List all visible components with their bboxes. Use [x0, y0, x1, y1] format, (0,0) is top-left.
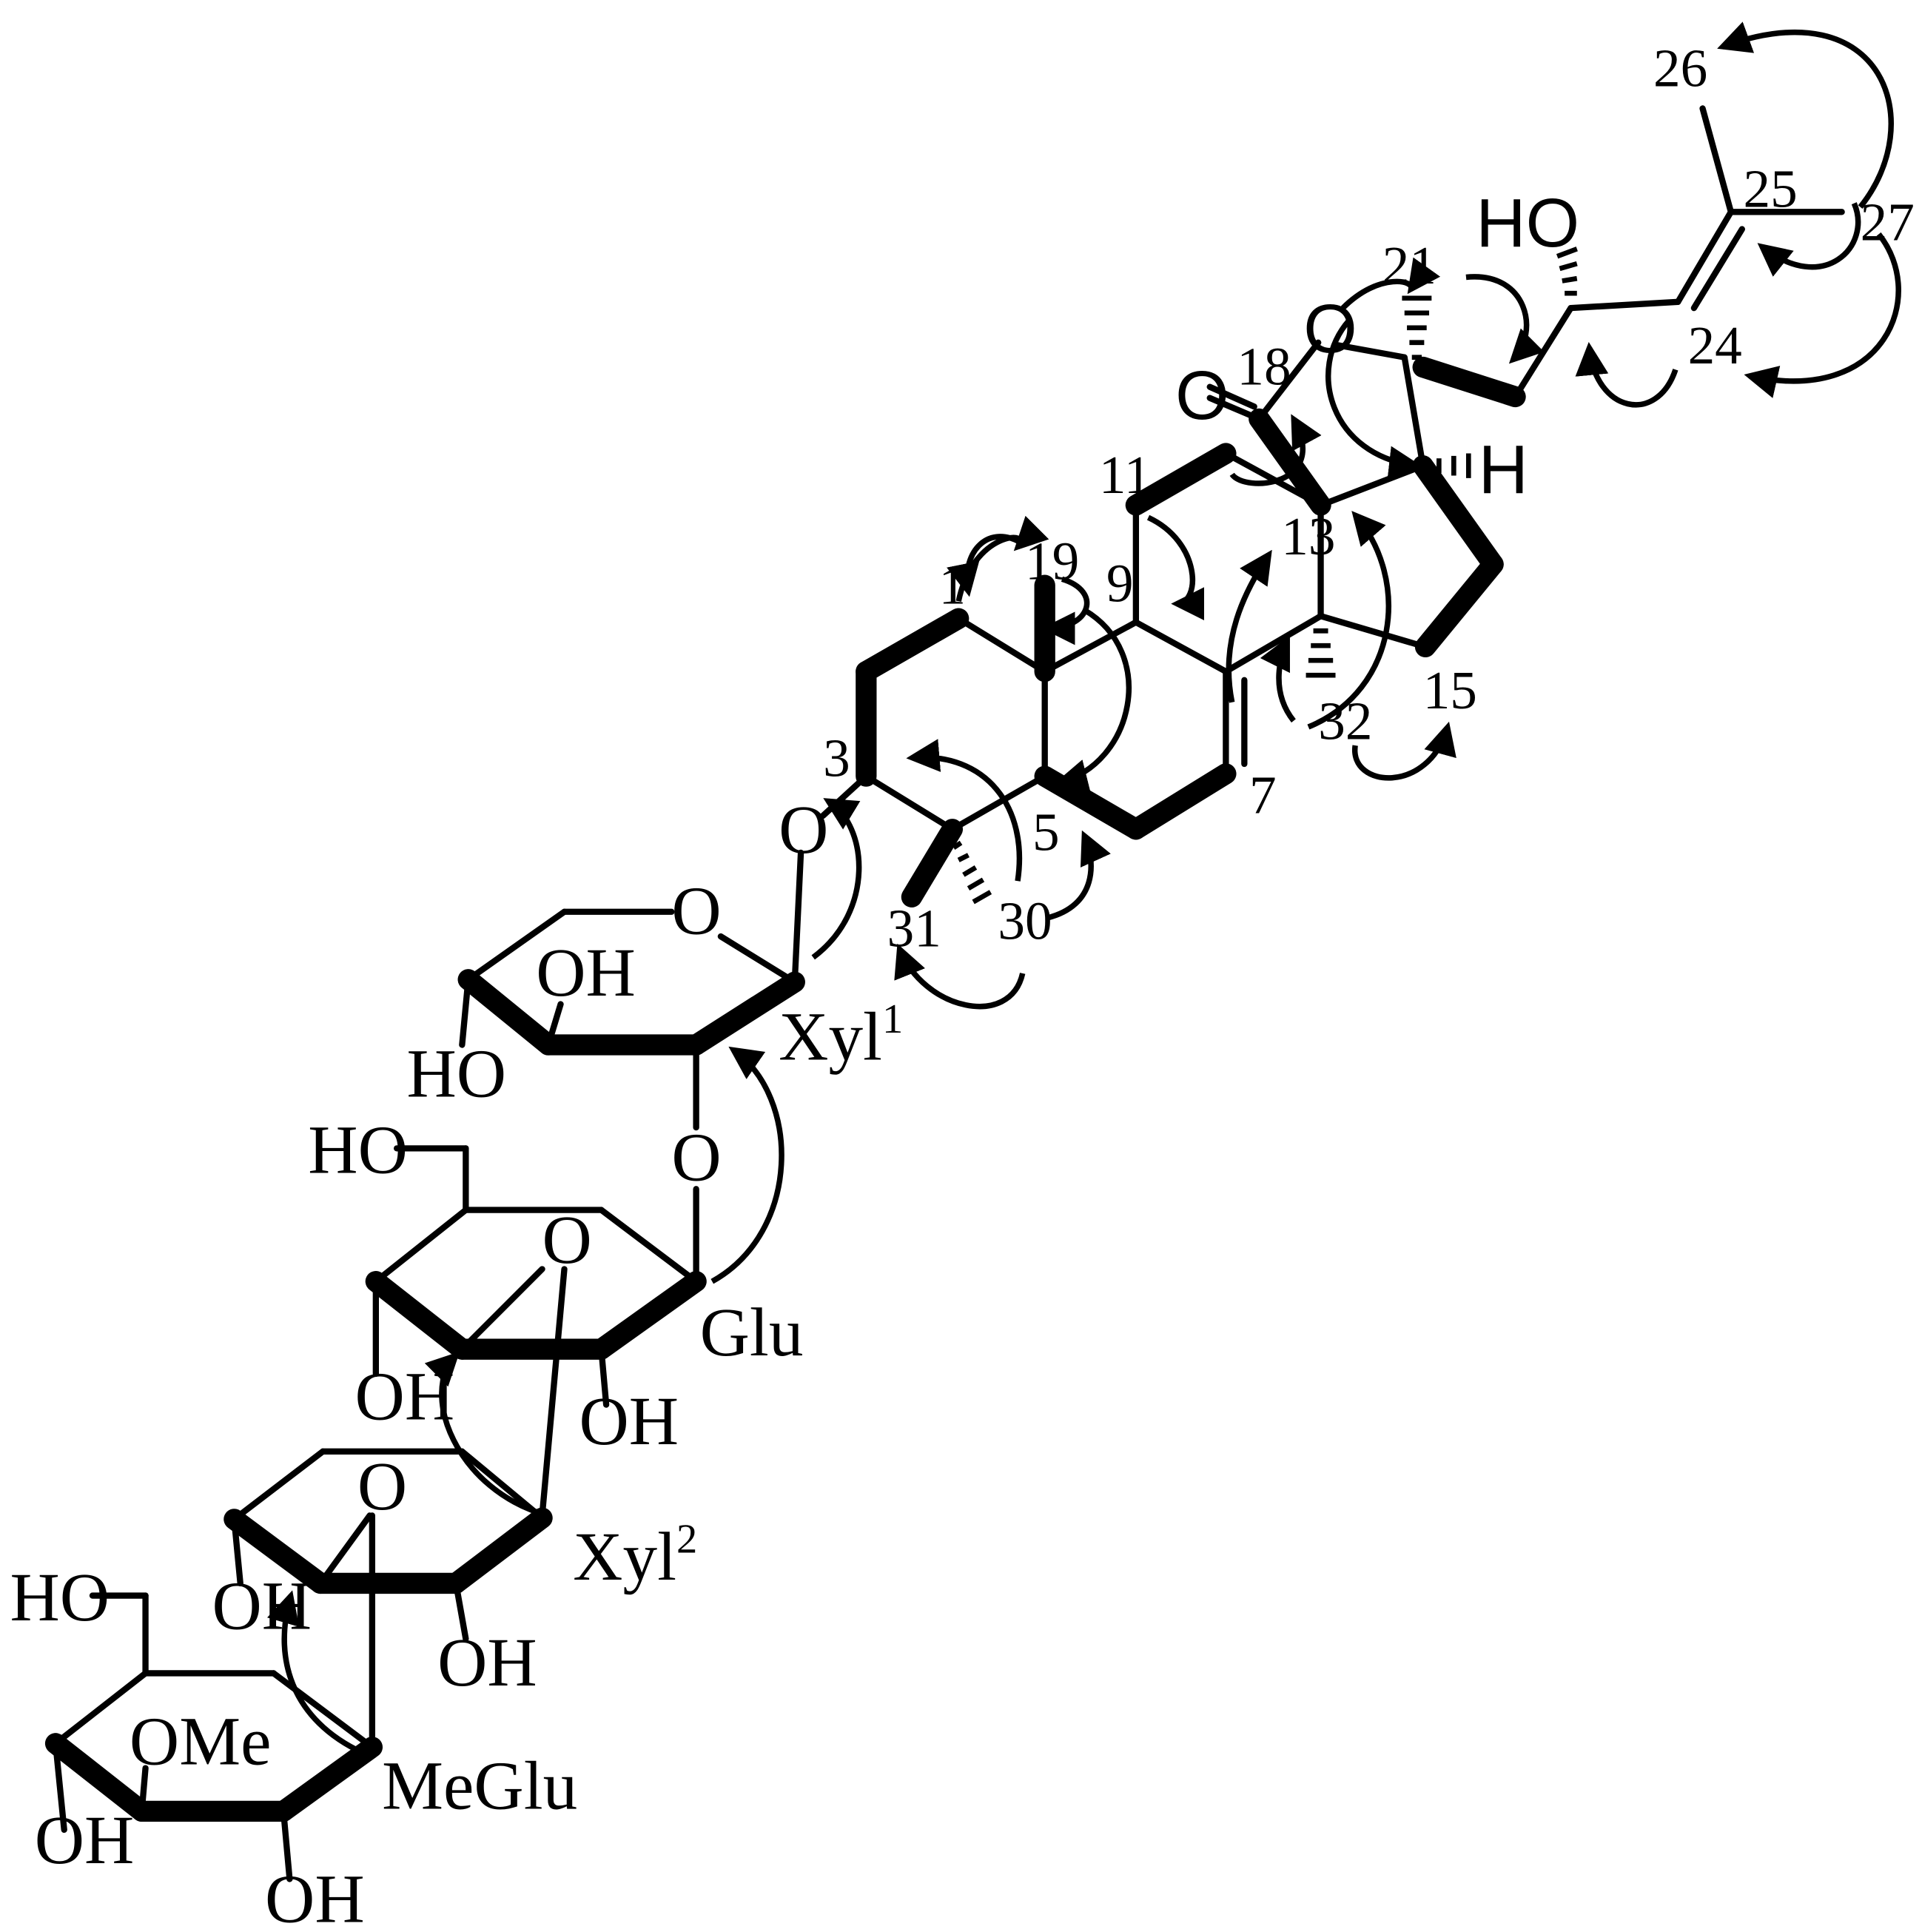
sugar-labels: Xyl1 Glu Xyl2 MeGlu: [382, 996, 903, 1825]
hydroxyl-label: OH: [579, 1383, 679, 1460]
atom-number: 7: [1249, 765, 1277, 825]
oxygen-label: O: [542, 1202, 592, 1278]
ring-a: [856, 608, 1048, 833]
atom-number: 26: [1653, 38, 1707, 98]
atom-number: 24: [1688, 315, 1742, 375]
hydroxyl-label: HO: [406, 1036, 506, 1112]
hydroxyl-label: OH: [265, 1862, 365, 1932]
atom-number: 11: [1099, 445, 1152, 505]
xyl2-label: Xyl2: [573, 1516, 697, 1595]
atom-number: 13: [1281, 506, 1335, 566]
atom-number: 32: [1318, 691, 1372, 751]
hydroxyl-label: OH: [536, 935, 636, 1011]
xyl1-ring: [457, 908, 805, 1285]
oxygen-label: O: [1175, 357, 1229, 434]
meglu-ring: [44, 1592, 383, 1882]
hydroxyl-label: HO: [1476, 184, 1579, 261]
atom-number: 15: [1423, 660, 1477, 720]
atom-number: 9: [1106, 553, 1134, 613]
hydroxyl-label: OH: [437, 1625, 537, 1701]
atom-number: 18: [1237, 336, 1291, 396]
oxygen-label: O: [779, 792, 828, 868]
oxygen-label: O: [671, 1120, 721, 1196]
oxygen-label: O: [1303, 290, 1357, 367]
atom-number: 19: [1025, 531, 1079, 591]
hydrogen-label: H: [1479, 431, 1528, 508]
hydroxyl-label: HO: [308, 1113, 408, 1189]
heteroatom-labels: O O H HO O O OH HO O HO O OH OH O OH OH …: [10, 184, 1579, 1932]
atom-number: 21: [1382, 235, 1437, 295]
xyl2-ring: [224, 1448, 553, 1751]
hydroxyl-label: OH: [212, 1569, 312, 1645]
methoxy-label: OMe: [130, 1704, 272, 1780]
ring-d: [1317, 455, 1504, 658]
meglu-label: MeGlu: [382, 1748, 577, 1825]
atom-number: 1: [939, 556, 967, 616]
xyl1-label: Xyl1: [779, 996, 903, 1076]
atom-number: 30: [998, 890, 1052, 950]
atom-number: 25: [1743, 159, 1797, 219]
atom-number-labels: 1 3 5 7 9 11 13 15 18 19 21 24 25 26 27 …: [823, 38, 1915, 959]
side-chain: [1412, 105, 1845, 408]
hydroxyl-label: OH: [35, 1802, 135, 1879]
correlation-arrows: [266, 21, 1901, 1759]
hashed-bonds: [952, 246, 1578, 905]
glu-label: Glu: [700, 1295, 804, 1371]
atom-number: 5: [1032, 802, 1060, 862]
ring-b: [1034, 619, 1248, 840]
oxygen-label: O: [671, 873, 721, 950]
hydroxyl-label: HO: [10, 1560, 110, 1636]
atom-number: 27: [1861, 192, 1915, 252]
lactone-ring: [1206, 339, 1426, 516]
glu-ring: [365, 1145, 707, 1519]
atom-number: 31: [887, 898, 941, 958]
atom-number: 3: [823, 728, 850, 788]
oxygen-label: O: [357, 1449, 407, 1525]
hydroxyl-label: OH: [355, 1359, 455, 1435]
